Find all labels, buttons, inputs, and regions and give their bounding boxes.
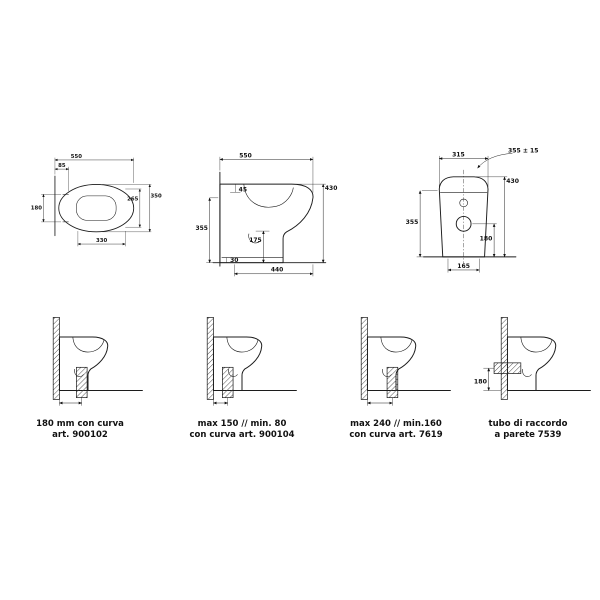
dimension-rim-45: 45 [230,184,247,193]
dimension-width-350: 350 [102,184,162,233]
dimension-base-440: 440 [234,264,314,277]
pipe-height-dimension: 180 [474,367,502,391]
rear-view-outline [423,169,517,264]
dim-label-180: 180 [31,206,42,212]
installation-caption-2: max 150 // min. 80 con curva art. 900104 [172,419,312,441]
caption-line-1: 180 mm con curva [36,419,124,429]
installation-drawing-1 [52,316,143,406]
toilet-profile [506,336,557,392]
dimension-trap-175: 175 [249,230,270,264]
installation-caption-1: 180 mm con curva art. 900102 [10,419,150,441]
dim-label-180: 180 [474,378,488,385]
dim-label-45: 45 [239,186,247,193]
inlet-hole [459,198,468,208]
dimension-outlet-height-180: 180 [472,223,497,258]
dim-label-165: 165 [457,263,470,270]
wall-and-floor [360,316,451,400]
wall-and-floor [500,316,591,400]
dim-label-180: 180 [480,235,493,242]
dimension-bowl-330: 330 [77,231,126,247]
installation-drawing-3 [360,316,451,406]
wall-drain-pipe [493,362,522,374]
wall-and-floor [52,316,143,400]
dim-label-30: 30 [230,257,238,264]
dim-label-350: 350 [151,193,162,199]
caption-line-2: a parete 7539 [494,430,562,441]
side-view-outline [212,171,327,267]
dimension-top-width-315: 315 [438,151,489,188]
dim-label-550: 550 [239,152,251,159]
dim-label-355: 355 [406,219,419,226]
top-view-drawing: 550 85 180 265 350 330 [31,154,162,247]
caption-line-2: con curva art. 900104 [189,430,295,441]
dimension-wall-offset-85: 85 [54,163,70,192]
dimension-depth-550: 550 [54,154,134,183]
dimension-total-height-430: 430 [475,176,519,258]
caption-line-1: tubo di raccordo [488,419,568,429]
dimension-total-height-430: 430 [296,183,337,264]
dimension-base-width-165: 165 [447,258,480,273]
dimension-plinth-30: 30 [226,257,238,264]
dimension-left-height-355: 355 [195,197,219,264]
caption-line-1: max 240 // min.160 [350,419,442,429]
dim-label-355: 355 [195,225,207,232]
top-view-outline [54,175,135,237]
toilet-profile [212,336,263,392]
installation-caption-4: tubo di raccordo a parete 7539 [458,419,598,441]
dimension-depth-550: 550 [219,152,314,193]
dim-label-315: 315 [452,151,465,158]
dimension-fixing-180: 180 [31,194,62,223]
drain-pipe [222,366,234,399]
drain-pipe [386,366,399,399]
floor-offset-dimension [367,397,393,406]
outlet-hole [455,215,472,232]
dim-label-430: 430 [325,185,337,192]
dim-label-330: 330 [96,238,107,244]
installation-drawing-2 [206,316,297,406]
installation-caption-3: max 240 // min.160 con curva art. 7619 [326,419,466,441]
rear-view-drawing: 355 ± 15 315 355 430 180 165 [406,147,539,273]
drain-pipe [76,366,88,399]
dimension-left-height-355: 355 [406,190,438,258]
dim-label-550: 550 [71,154,82,160]
dim-label-430: 430 [506,178,519,185]
caption-line-2: con curva art. 7619 [349,430,443,441]
caption-line-1: max 150 // min. 80 [197,419,287,429]
caption-line-2: art. 900102 [52,430,108,441]
dim-label-355-15: 355 ± 15 [508,147,538,154]
dim-label-265: 265 [127,196,138,202]
dim-label-85: 85 [58,163,66,169]
floor-offset-dimension [59,397,83,406]
installation-drawing-4: 180 [474,316,591,400]
side-view-drawing: 550 45 355 430 175 30 [195,152,337,277]
dim-label-175: 175 [249,237,261,244]
wall-and-floor [206,316,297,400]
dimension-inner-265: 265 [125,188,142,228]
floor-offset-dimension [213,397,229,406]
dim-label-440: 440 [271,267,283,274]
dimension-tolerance-note: 355 ± 15 [477,147,539,169]
